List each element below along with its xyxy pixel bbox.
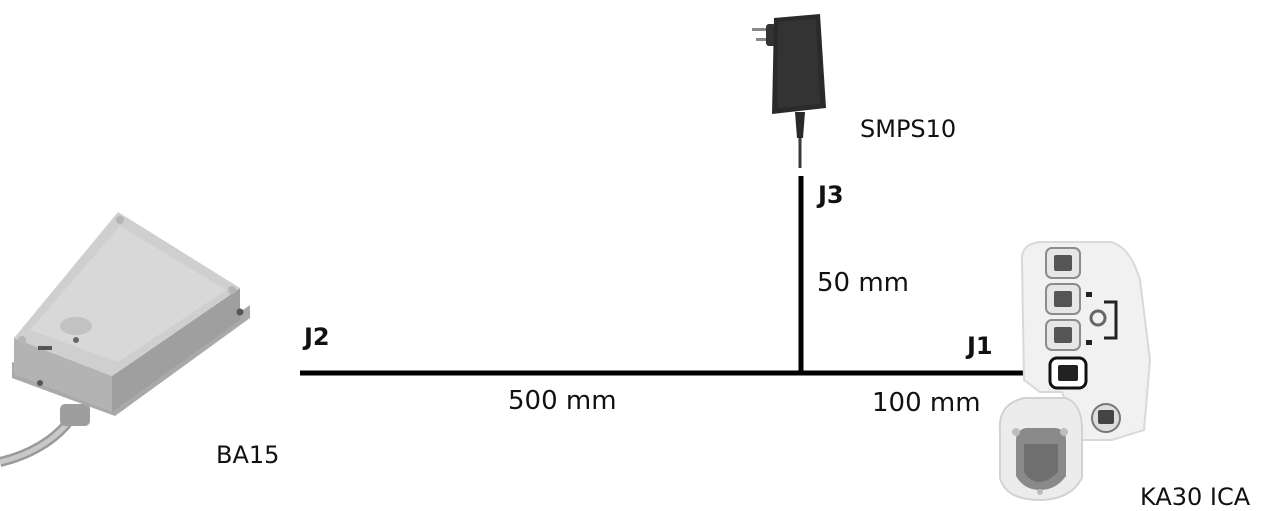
device-label-control-unit: KA30 ICA bbox=[1140, 483, 1251, 511]
length-label-j3-segment: 50 mm bbox=[817, 268, 910, 298]
junction-label-j3: J3 bbox=[818, 181, 844, 209]
length-label-j2-segment: 500 mm bbox=[508, 386, 617, 416]
device-label-battery-box: BA15 bbox=[216, 441, 280, 469]
battery-box-image bbox=[0, 212, 250, 467]
connector-port bbox=[1045, 283, 1081, 315]
connector-port bbox=[1045, 247, 1081, 279]
power-supply-image bbox=[752, 14, 826, 168]
junction-label-j1: J1 bbox=[967, 332, 993, 360]
connector-port-j1 bbox=[1048, 356, 1088, 390]
junction-label-j2: J2 bbox=[304, 323, 330, 351]
length-label-j1-segment: 100 mm bbox=[872, 388, 981, 418]
connector-port bbox=[1045, 319, 1081, 351]
cable-lines bbox=[300, 176, 1055, 376]
device-label-power-supply: SMPS10 bbox=[860, 115, 957, 143]
control-unit-image bbox=[998, 241, 1152, 502]
